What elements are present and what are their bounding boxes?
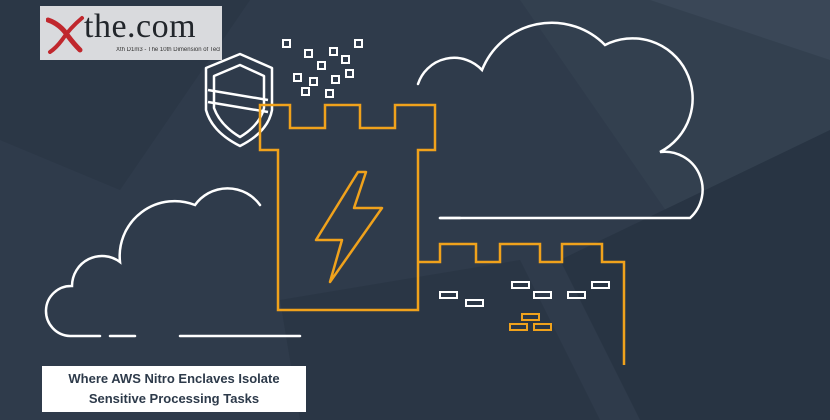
caption-box: Where AWS Nitro Enclaves Isolate Sensiti… <box>42 366 306 412</box>
cloud-icon <box>44 187 302 338</box>
caption-line-1: Where AWS Nitro Enclaves Isolate <box>68 371 280 386</box>
castle-tower-icon <box>258 103 437 312</box>
logo-name: the.com <box>84 8 197 45</box>
bricks-icon <box>509 313 552 331</box>
logo-tagline: Xth D1m3 - The 10th Dimension of Tech <box>116 47 220 53</box>
data-squares <box>282 39 363 98</box>
x-logo-mark-icon <box>46 16 84 54</box>
shield-icon <box>204 52 274 148</box>
castle-wall-icon <box>418 242 626 365</box>
site-logo[interactable]: the.com Xth D1m3 - The 10th Dimension of… <box>40 6 222 60</box>
bricks-icon <box>439 281 610 307</box>
lightning-bolt-icon <box>314 170 384 284</box>
cloud-icon <box>416 21 704 220</box>
caption-line-2: Sensitive Processing Tasks <box>88 391 260 406</box>
